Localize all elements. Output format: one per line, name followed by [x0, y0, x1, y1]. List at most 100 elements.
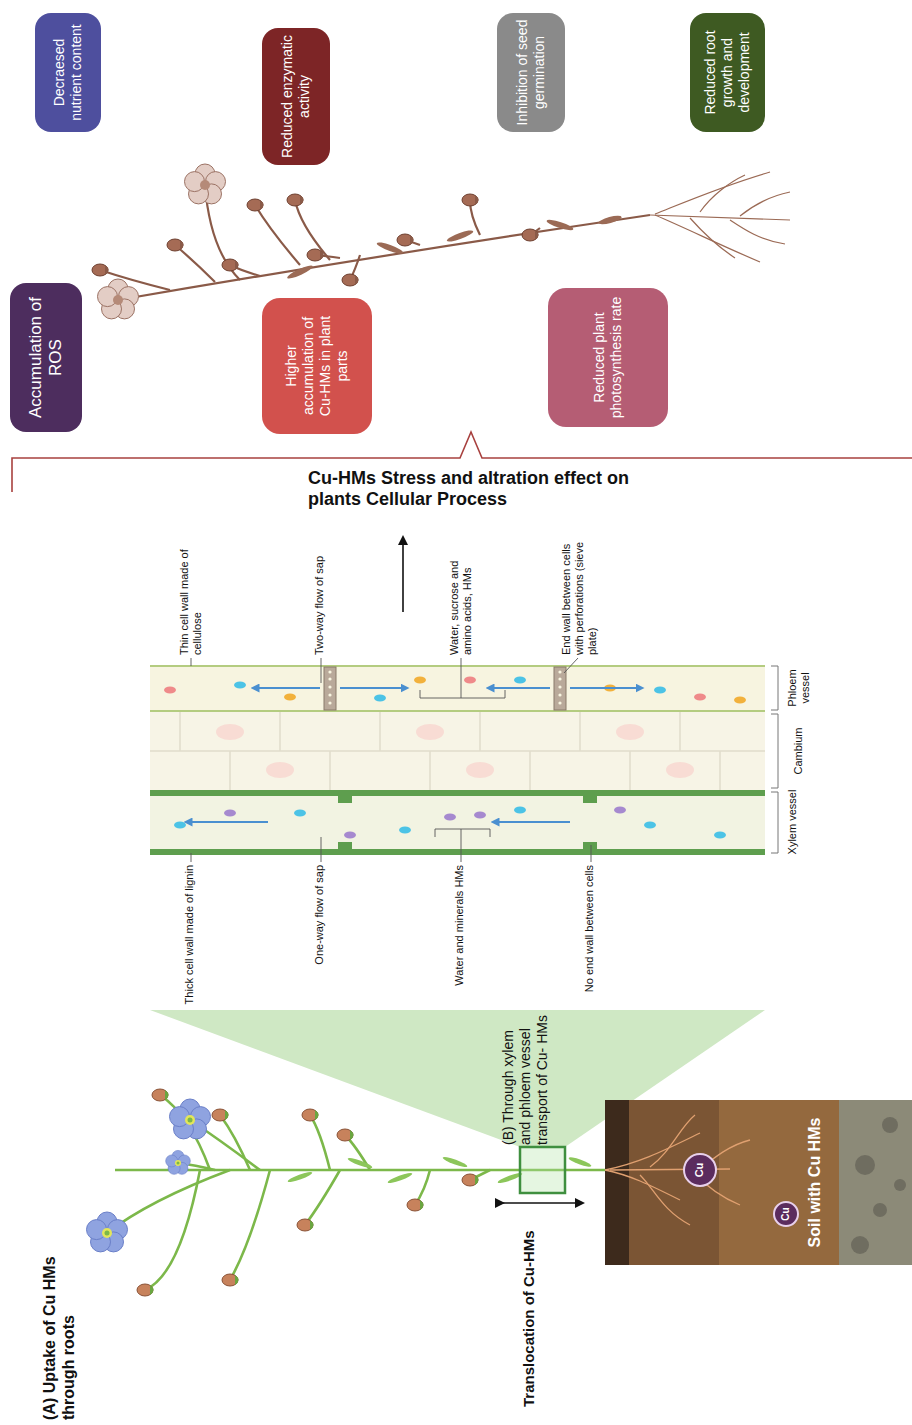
dead-roots [730, 220, 785, 244]
leaves [387, 1171, 413, 1185]
phloem-vessel [654, 687, 666, 694]
section-bracket [12, 432, 912, 492]
dead-roots [655, 172, 770, 214]
effect-text: Decraesed nutrient content [51, 19, 85, 126]
dead-plant [522, 229, 539, 241]
cambium [629, 751, 631, 790]
dead-roots [650, 172, 790, 262]
cambium [229, 751, 231, 790]
soil-layers [605, 1100, 912, 1265]
plant-illustration [212, 1109, 229, 1121]
effect-box: Reduced root growth and development [690, 13, 765, 132]
dead-roots [655, 215, 760, 262]
cambium [150, 750, 765, 752]
cambium [216, 724, 694, 778]
part-label: Water and minerals HMs [453, 865, 466, 1015]
leader-lines [191, 658, 591, 862]
part-label: Two-way flow of sap [313, 535, 326, 655]
cambium [616, 724, 644, 740]
stem [230, 1170, 270, 1280]
dead-plant [185, 164, 226, 204]
soil-layers [882, 1117, 898, 1133]
soil-region: Soil with Cu HMsCuCu [605, 1100, 912, 1265]
stem [305, 1170, 340, 1225]
xylem-vessel [399, 827, 411, 834]
phloem-vessel [164, 687, 176, 694]
phloem-vessel [558, 693, 561, 696]
phloem-vessel [328, 685, 331, 688]
ion-label: Cu [693, 1163, 706, 1178]
plant-illustration [407, 1199, 424, 1211]
phloem-vessel [340, 687, 405, 689]
dead-plant [462, 194, 479, 206]
dead-plant [0, 0, 912, 440]
part-label: One-way flow of sap [313, 865, 326, 1015]
dead-leaves [286, 263, 314, 280]
leader-lines [461, 658, 462, 698]
ion-label: Cu [780, 1207, 792, 1220]
phloem-vessel [328, 677, 331, 680]
phloem-vessel [514, 677, 526, 684]
phloem-vessel [558, 701, 561, 704]
dead-roots [740, 192, 790, 216]
phloem-vessel [374, 695, 386, 702]
dead-roots [700, 175, 745, 212]
phloem-vessel [234, 682, 246, 689]
effect-box: Accumulation of ROS [10, 283, 82, 432]
phloem-vessel [150, 665, 765, 667]
leader-lines [461, 829, 462, 862]
translocation-arrow [500, 1202, 580, 1204]
band-label: Cambium [792, 715, 805, 787]
soil-layers [839, 1100, 912, 1265]
dead-stem [175, 245, 215, 282]
cambium [379, 712, 381, 751]
dead-plant [167, 239, 184, 251]
part-label: Thin cell wall made of cellulose [178, 535, 204, 655]
dead-plant [98, 279, 139, 319]
dead-roots [650, 215, 790, 220]
phloem-vessel [328, 701, 331, 704]
dead-stem [295, 200, 330, 260]
phloem-vessel [558, 677, 561, 680]
xylem-vessel [495, 821, 570, 823]
phloem-vessel [464, 677, 476, 684]
effect-text: Inhibition of seed germination [514, 19, 548, 126]
xylem-vessel [644, 822, 656, 829]
plant-illustration [170, 1099, 211, 1139]
phloem-vessel [558, 685, 561, 688]
cambium [266, 762, 294, 778]
soil-layers [894, 1179, 906, 1191]
phloem-vessel [324, 667, 336, 710]
leader-lines [191, 658, 192, 666]
zoom-box [520, 1147, 565, 1193]
xylem-vessel [188, 821, 268, 823]
phloem-vessel [150, 665, 765, 712]
effect-box: Reduced plant photosynthesis rate [548, 288, 668, 427]
leaves [347, 1156, 373, 1170]
phloem-vessel [255, 687, 320, 689]
cambium [329, 751, 331, 790]
band-brackets [771, 792, 778, 853]
up-arrow [402, 540, 404, 612]
plant-illustration [152, 1089, 169, 1101]
effects-panel: Decraesed nutrient contentReduced enzyma… [0, 0, 912, 440]
roots [640, 1175, 690, 1225]
cambium [216, 724, 244, 740]
effect-box: Inhibition of seed germination [497, 13, 565, 132]
plant-illustration [87, 1212, 128, 1252]
xylem-vessel [444, 814, 456, 821]
stem [310, 1115, 330, 1170]
stem [220, 1115, 250, 1170]
cambium [416, 724, 444, 740]
cambium [579, 712, 581, 751]
soil-layers [719, 1100, 839, 1265]
phloem-vessel [570, 687, 640, 689]
roots [605, 1115, 750, 1225]
plant-illustration [222, 1274, 239, 1286]
xylem-vessel [150, 849, 765, 855]
dead-stem [255, 205, 300, 265]
leader-lines [321, 658, 322, 683]
part-label: No end wall between cells [583, 865, 596, 1015]
cambium [719, 751, 721, 790]
plant-illustration [137, 1284, 154, 1296]
